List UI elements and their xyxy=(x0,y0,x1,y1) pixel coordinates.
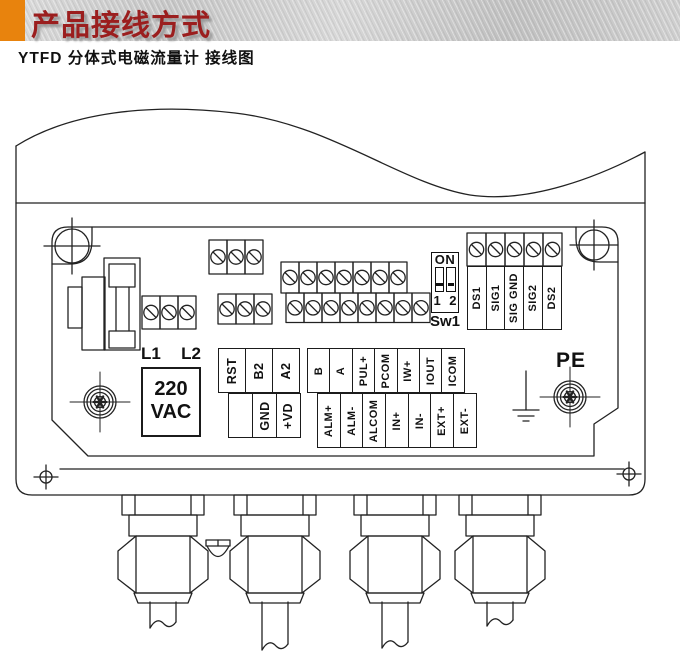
l1-label: L1 xyxy=(141,344,161,363)
comm-label-row-1: RST B2 A2 xyxy=(218,348,301,393)
enclosure-outline xyxy=(15,108,646,496)
fuse-holder xyxy=(67,257,141,351)
small-screw-between-glands xyxy=(205,539,231,558)
terminal-label-ds1: DS1 xyxy=(467,266,488,330)
earth-ground-icon xyxy=(512,370,540,422)
terminal-label-rst: RST xyxy=(218,348,247,393)
mount-screw-bottom-right xyxy=(616,461,642,487)
terminal-label-a2: A2 xyxy=(271,348,301,393)
mount-screw-bottom-left xyxy=(33,464,59,490)
io-terminal-row-1 xyxy=(280,261,408,294)
l2-label: L2 xyxy=(181,344,201,363)
terminal-label-b2: B2 xyxy=(244,348,274,393)
terminal-label-alm-minus: ALM- xyxy=(339,393,364,448)
accent-square xyxy=(0,0,25,41)
terminal-label-in-minus: IN- xyxy=(407,393,432,448)
pe-label: PE xyxy=(555,349,586,372)
power-line-labels: L1 L2 xyxy=(141,344,201,364)
terminal-label-iout: IOUT xyxy=(418,348,443,393)
terminal-block-left xyxy=(141,295,197,330)
terminal-block-upper xyxy=(208,239,264,275)
pe-terminal-screw xyxy=(538,365,602,429)
dip-switch-sw1: ON 1 2 xyxy=(431,252,459,313)
diagram-subtitle: YTFD 分体式电磁流量计 接线图 xyxy=(18,50,255,67)
cable-3 xyxy=(381,601,409,649)
cable-gland-3 xyxy=(349,494,441,604)
terminal-label-ext-minus: EXT- xyxy=(452,393,477,448)
dip-switch-1 xyxy=(434,267,444,292)
panel-screw-left xyxy=(68,370,132,434)
terminal-label-blank xyxy=(228,393,254,438)
terminal-label-siggnd: SIG GND xyxy=(504,266,525,330)
voltage-box: 220 VAC xyxy=(141,367,201,437)
page-title: 产品接线方式 xyxy=(31,10,212,42)
dip-switch-2 xyxy=(446,267,456,292)
dip-position-numbers: 1 2 xyxy=(433,293,457,308)
corner-screw-top-left xyxy=(43,217,101,275)
terminal-label-iw: IW+ xyxy=(396,348,421,393)
io-label-row-2: ALM+ ALM- ALCOM IN+ IN- EXT+ EXT- xyxy=(317,393,477,448)
terminal-label-a: A xyxy=(329,348,354,393)
terminal-label-pcom: PCOM xyxy=(374,348,398,393)
terminal-label-icom: ICOM xyxy=(441,348,466,393)
sensor-label-row: DS1 SIG1 SIG GND SIG2 DS2 xyxy=(467,266,562,330)
terminal-label-ext-plus: EXT+ xyxy=(430,393,455,448)
cable-gland-4 xyxy=(454,494,546,604)
dip-slots xyxy=(432,267,458,292)
io-label-row-1: B A PUL+ PCOM IW+ IOUT ICOM xyxy=(307,348,466,393)
terminal-label-sig2: SIG2 xyxy=(523,266,544,330)
cable-gland-2 xyxy=(229,494,321,604)
terminal-label-vd: +VD xyxy=(275,393,302,438)
sensor-terminal-screws xyxy=(466,232,563,267)
cable-1 xyxy=(149,601,177,629)
terminal-label-alm-plus: ALM+ xyxy=(317,393,342,448)
terminal-label-in-plus: IN+ xyxy=(384,393,410,448)
cable-2 xyxy=(261,601,289,651)
terminal-label-sig1: SIG1 xyxy=(485,266,506,330)
dip-on-label: ON xyxy=(434,252,456,267)
terminal-label-alcom: ALCOM xyxy=(362,393,387,448)
terminal-label-pul: PUL+ xyxy=(351,348,376,393)
terminal-block-mid xyxy=(217,293,273,325)
sw1-label: Sw1 xyxy=(429,313,460,330)
terminal-label-gnd: GND xyxy=(251,393,278,438)
terminal-label-b: B xyxy=(307,348,331,393)
comm-label-row-2: GND +VD xyxy=(228,393,302,438)
cable-gland-1 xyxy=(117,494,209,604)
corner-screw-top-right xyxy=(569,219,619,271)
terminal-label-ds2: DS2 xyxy=(541,266,562,330)
terminal-panel-outline xyxy=(51,226,619,457)
io-terminal-row-2 xyxy=(285,292,431,324)
header-banner xyxy=(0,0,680,41)
cable-4 xyxy=(486,601,514,627)
